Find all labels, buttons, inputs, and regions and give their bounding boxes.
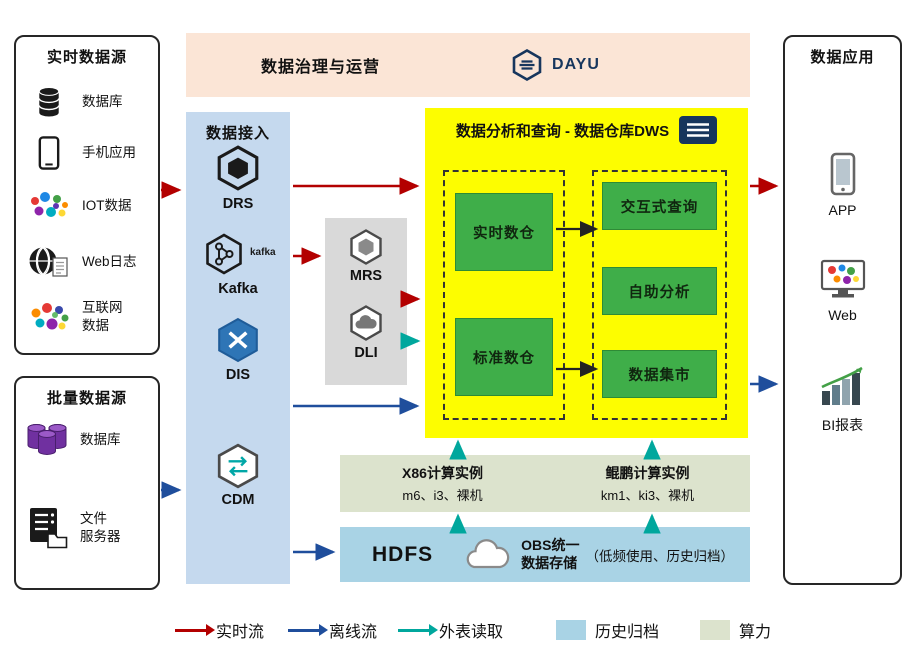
source-item-file-server: 文件 服务器	[24, 498, 156, 558]
kafka-label: Kafka	[218, 281, 258, 297]
legend-label: 历史归档	[595, 624, 660, 641]
kafka-icon	[202, 232, 246, 276]
purple-database-icon	[24, 419, 70, 461]
storage-panel: HDFS OBS统一 数据存储 （低频使用、历史归档）	[340, 527, 750, 582]
compute-instances-panel: X86计算实例 m6、i3、裸机 鲲鹏计算实例 km1、ki3、裸机	[340, 455, 750, 512]
realtime-warehouse-box: 实时数仓	[455, 193, 553, 271]
realtime-sources-title: 实时数据源	[46, 49, 127, 66]
legend-compute-power: 算力	[700, 618, 771, 642]
warehouse-group	[443, 170, 565, 420]
bi-report-icon	[818, 365, 868, 409]
data-ingestion-title: 数据接入	[205, 125, 270, 142]
analytics-group	[592, 170, 727, 420]
kunpeng-compute-title: 鲲鹏计算实例	[605, 465, 690, 481]
governance-bar: 数据治理与运营 DAYU	[186, 33, 750, 97]
legend-external-read: 外表读取	[398, 618, 503, 642]
legend-label: 外表读取	[439, 624, 504, 641]
legend-realtime-flow: 实时流	[175, 618, 264, 642]
realtime-flow-arrow-swatch	[175, 624, 215, 636]
source-label: 互联网 数据	[82, 300, 123, 333]
source-item-internet: 互联网 数据	[26, 293, 156, 341]
dws-title: 数据分析和查询 - 数据仓库DWS	[455, 122, 670, 140]
kunpeng-compute-block: 鲲鹏计算实例 km1、ki3、裸机	[545, 455, 750, 512]
dws-database-icon	[679, 116, 718, 144]
source-item-iot: IOT数据	[26, 184, 156, 228]
source-label: 数据库	[82, 94, 123, 110]
app-icon	[830, 152, 856, 196]
legend-label: 离线流	[329, 624, 378, 641]
kunpeng-compute-specs: km1、ki3、裸机	[600, 488, 695, 503]
offline-flow-arrow-swatch	[288, 624, 328, 636]
dws-header: 数据分析和查询 - 数据仓库DWS	[425, 116, 748, 144]
mrs-icon	[347, 228, 385, 266]
interactive-query-box: 交互式查询	[602, 182, 717, 230]
legend-offline-flow: 离线流	[288, 618, 377, 642]
source-item-mobile: 手机应用	[26, 131, 156, 175]
mobile-app-icon	[26, 134, 72, 172]
applications-title: 数据应用	[810, 49, 875, 66]
source-label: IOT数据	[82, 198, 132, 214]
file-server-icon	[24, 506, 70, 550]
source-label: 文件 服务器	[80, 511, 121, 544]
source-label: 手机应用	[82, 145, 136, 161]
batch-sources-panel: 批量数据源	[14, 376, 160, 590]
web-label: Web	[828, 307, 857, 323]
applications-panel: 数据应用 APP W	[783, 35, 902, 585]
internet-data-icon	[26, 301, 72, 333]
bi-report-label: BI报表	[821, 417, 864, 433]
dayu-hexagon-icon	[510, 48, 544, 82]
source-item-weblog: Web日志	[26, 240, 156, 284]
web-icon	[819, 259, 867, 301]
x86-compute-title: X86计算实例	[402, 465, 483, 481]
legend-history-archive: 历史归档	[556, 618, 659, 642]
mrs-label: MRS	[349, 268, 383, 284]
dis-label: DIS	[225, 367, 251, 383]
source-label: 数据库	[80, 432, 121, 448]
bi-report-item: BI报表	[785, 365, 900, 435]
dli-icon	[347, 304, 385, 342]
cdm-label: CDM	[221, 492, 255, 508]
obs-title: OBS统一 数据存储	[521, 537, 580, 571]
app-label: APP	[828, 202, 857, 218]
drs-icon	[214, 144, 262, 192]
obs-cloud-icon	[461, 538, 513, 572]
source-item-batch-database: 数据库	[24, 415, 156, 465]
external-read-arrow-swatch	[398, 624, 438, 636]
realtime-sources-panel: 实时数据源	[14, 35, 160, 355]
iot-icon	[26, 191, 72, 221]
cdm-icon	[214, 442, 262, 490]
source-label: Web日志	[82, 254, 137, 270]
database-icon	[26, 84, 72, 120]
compute-power-swatch	[700, 620, 730, 640]
dayu-logo: DAYU	[510, 48, 600, 82]
obs-note: （低频使用、历史归档）	[585, 548, 735, 564]
web-log-icon	[26, 245, 72, 279]
data-mart-box: 数据集市	[602, 350, 717, 398]
app-item: APP	[785, 152, 900, 218]
standard-warehouse-box: 标准数仓	[455, 318, 553, 396]
dws-panel: 数据分析和查询 - 数据仓库DWS 实时数仓 标准数仓 交互式查询 自助分析 数…	[425, 108, 748, 438]
web-item: Web	[785, 259, 900, 323]
history-archive-swatch	[556, 620, 586, 640]
x86-compute-block: X86计算实例 m6、i3、裸机	[340, 455, 545, 512]
dayu-logo-text: DAYU	[552, 56, 600, 73]
hdfs-label: HDFS	[372, 542, 434, 566]
drs-label: DRS	[222, 196, 254, 212]
legend-label: 实时流	[216, 624, 265, 641]
batch-sources-title: 批量数据源	[46, 390, 127, 407]
kafka-logo-text: kafka	[250, 247, 276, 258]
x86-compute-specs: m6、i3、裸机	[402, 488, 483, 503]
self-service-analysis-box: 自助分析	[602, 267, 717, 315]
dli-label: DLI	[354, 345, 378, 361]
dis-icon	[214, 316, 262, 364]
source-item-database: 数据库	[26, 80, 156, 124]
governance-title: 数据治理与运营	[261, 59, 381, 76]
legend-label: 算力	[739, 624, 772, 641]
